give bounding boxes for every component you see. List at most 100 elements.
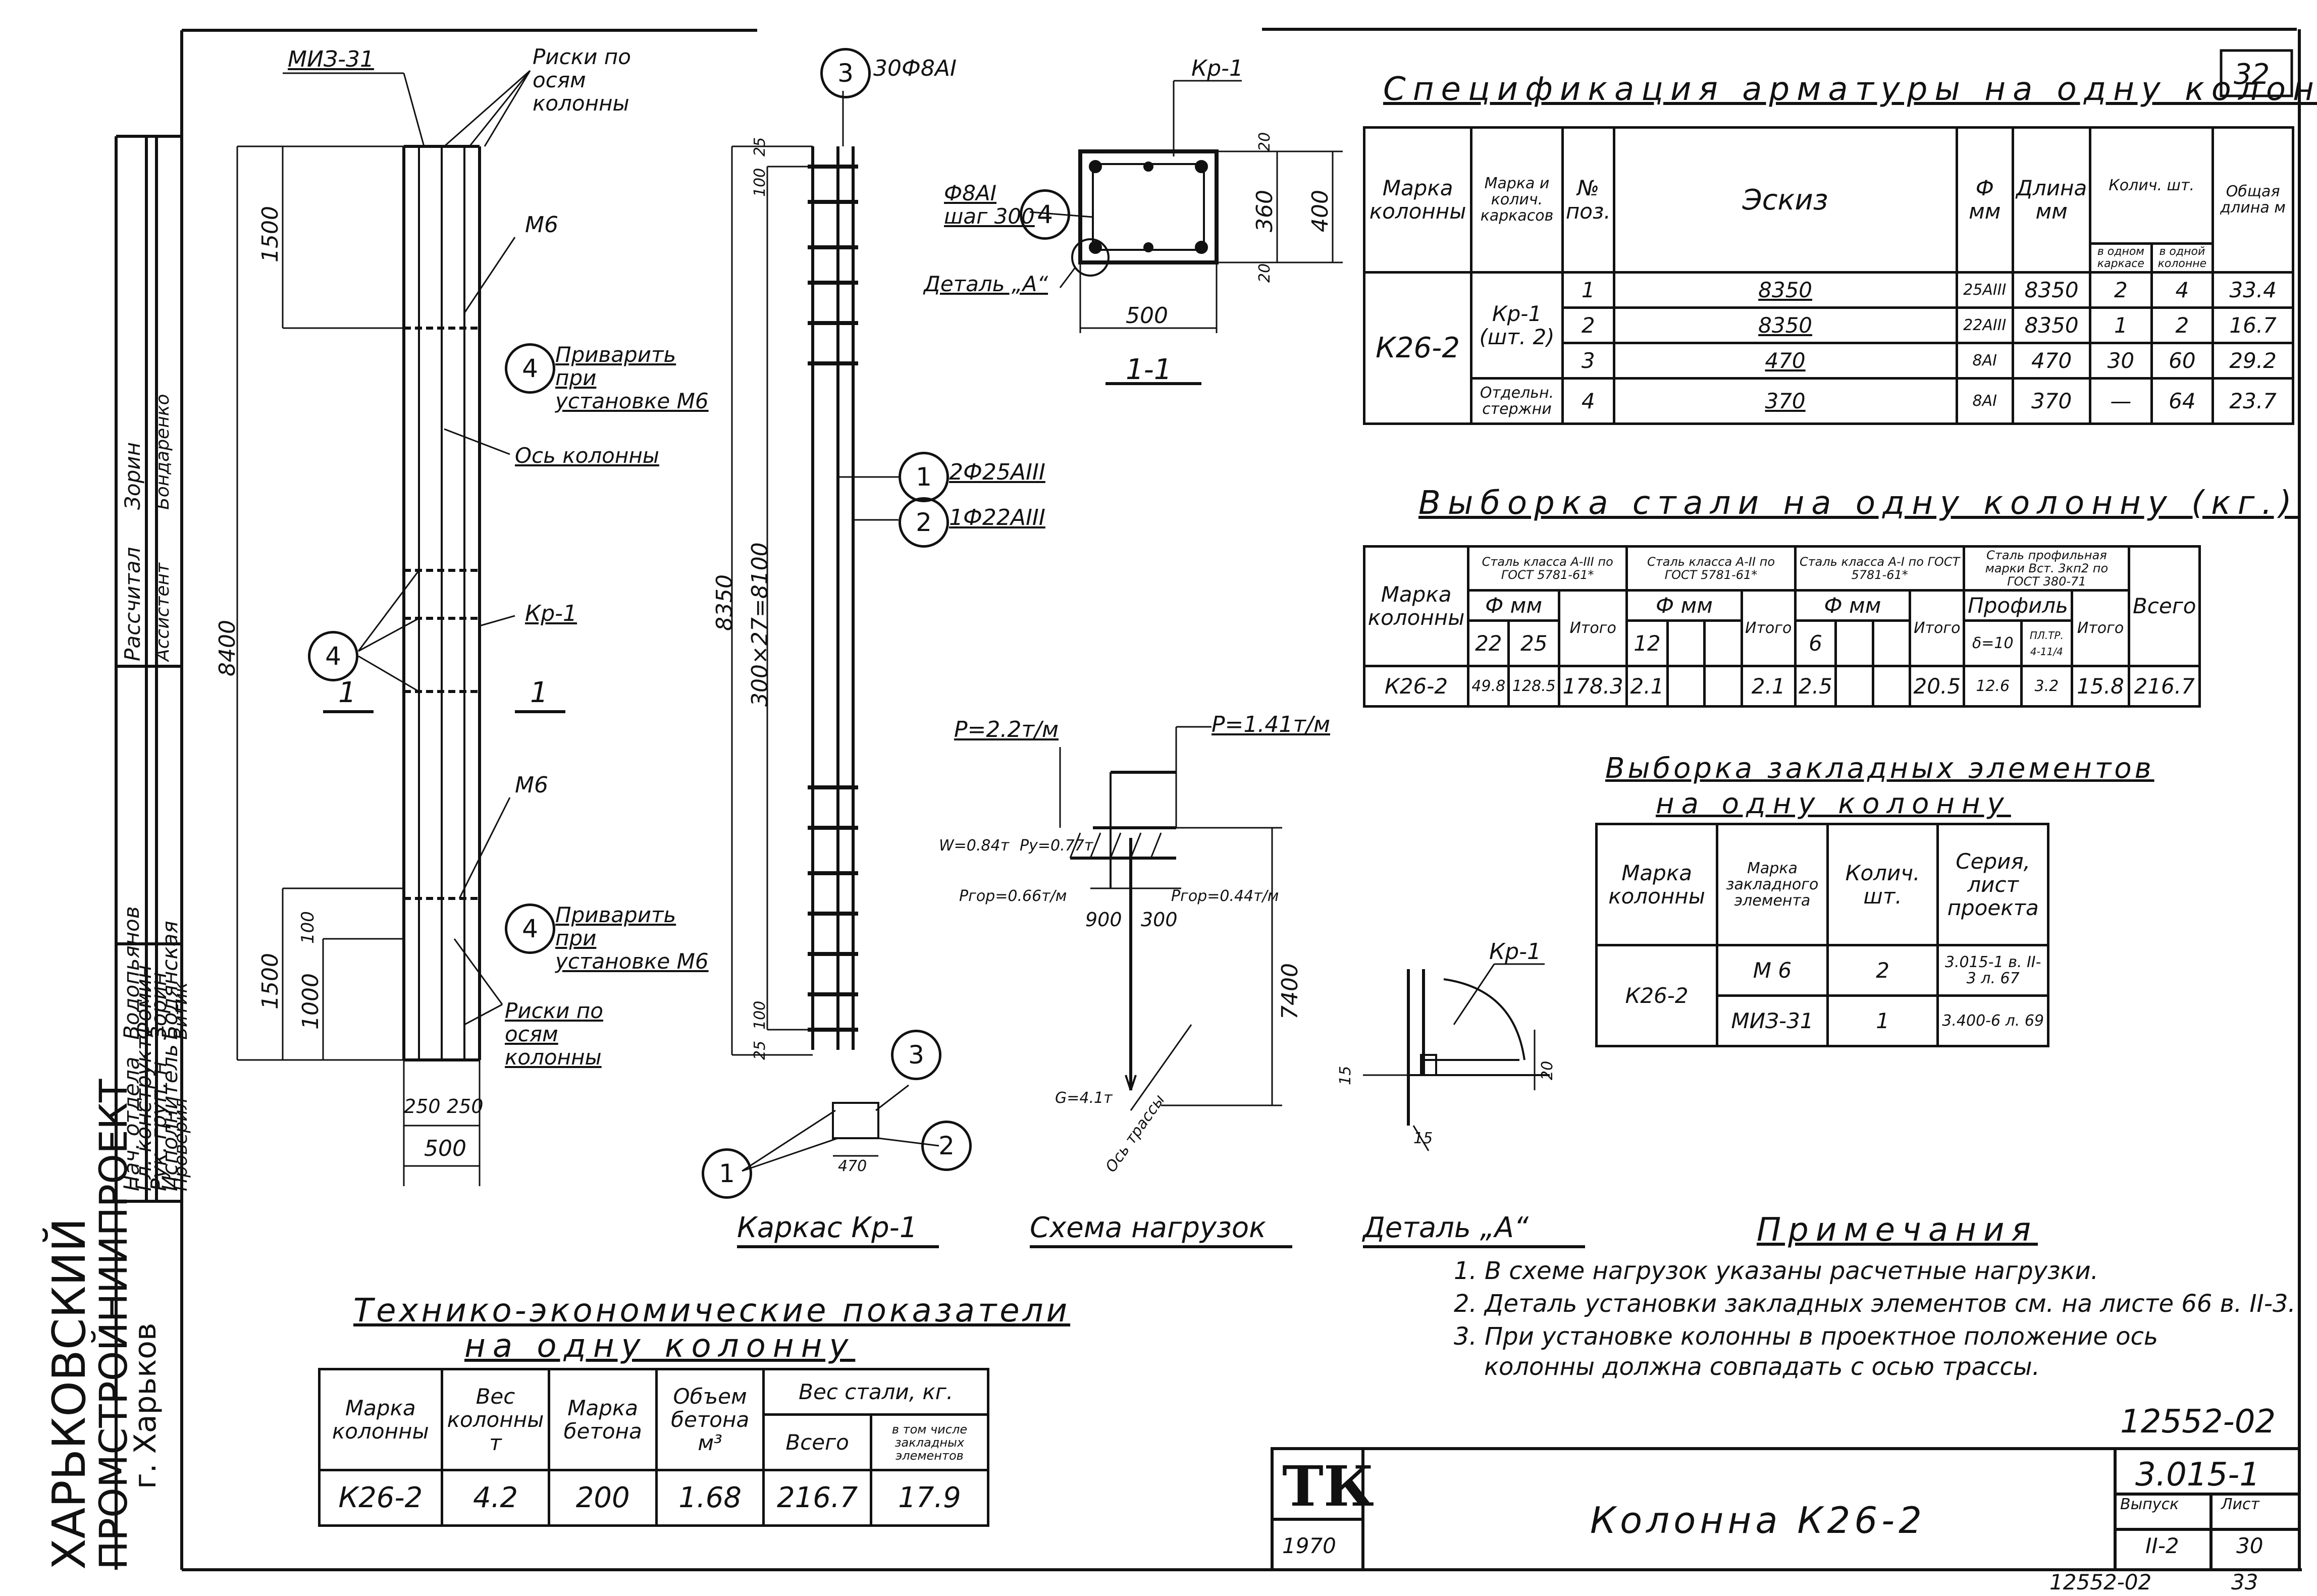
load-w: W=0.84т bbox=[939, 837, 1010, 855]
steel-sub: ПЛ.ТР. 4-11/4 bbox=[2020, 619, 2073, 667]
tep-h: Марка бетона bbox=[548, 1368, 658, 1471]
spec-cell: 470 bbox=[1612, 342, 1958, 380]
embed-h: Марка закладного элемента bbox=[1716, 823, 1829, 946]
section-mark-right: 1 bbox=[530, 676, 548, 709]
tep-h: в том числе закладных элементов bbox=[869, 1413, 990, 1471]
embed-title-2: на одну колонну bbox=[1656, 787, 2011, 820]
sheet-corner-number: 32 bbox=[2234, 58, 2270, 91]
load-p22: P=2.2т/м bbox=[954, 717, 1059, 742]
spec-h-total: Общая длина м bbox=[2211, 126, 2294, 274]
dim-1000: 1000 bbox=[298, 973, 324, 1030]
callout-1: 1 bbox=[899, 452, 949, 502]
issue-value: II-2 bbox=[2145, 1533, 2179, 1558]
load-dim-900: 900 bbox=[1085, 909, 1122, 931]
embed-cell: К26-2 bbox=[1595, 944, 1719, 1047]
callout-2: 2 bbox=[899, 497, 949, 548]
steel-sub bbox=[1703, 619, 1743, 667]
steel-cell bbox=[1871, 665, 1912, 708]
doc-name: Колонна К26-2 bbox=[1590, 1499, 1926, 1541]
steel-cell: 12.6 bbox=[1963, 665, 2023, 708]
frame-title: Каркас Кр-1 bbox=[737, 1211, 918, 1244]
dim-100: 100 bbox=[298, 911, 318, 944]
tep-h: Вес колонны т bbox=[440, 1368, 551, 1471]
section-dim-500: 500 bbox=[1126, 303, 1168, 329]
steel-cell: К26-2 bbox=[1362, 665, 1470, 708]
spec-h-pos: № поз. bbox=[1561, 126, 1615, 274]
frame-dim-25-top: 25 bbox=[751, 137, 769, 156]
m6-top-label: М6 bbox=[525, 212, 558, 238]
stamp-name: Витик bbox=[171, 982, 191, 1040]
dim-250-right: 250 bbox=[447, 1095, 484, 1118]
spec-cell: — bbox=[2089, 377, 2153, 425]
loads-title: Схема нагрузок bbox=[1030, 1211, 1266, 1244]
steel-cell: 178.3 bbox=[1558, 665, 1628, 708]
detail-a-ref: Деталь „А“ bbox=[924, 272, 1048, 296]
steel-h-profil: Профиль bbox=[1963, 589, 2073, 622]
steel-cell: 3.2 bbox=[2020, 665, 2073, 708]
steel-h-fmm: Ф мм bbox=[1794, 589, 1912, 622]
series-number: 3.015-1 bbox=[2135, 1456, 2260, 1494]
spec-cell: 2 bbox=[2150, 306, 2215, 344]
spec-row: Отдельн. стержни 4 370 8АI 370 — 64 23.7 bbox=[1364, 377, 2294, 425]
frame-pos3-label: 30Ф8АI bbox=[873, 56, 957, 81]
stamp-name: Зорин bbox=[120, 442, 145, 510]
spec-cell: 1 bbox=[2089, 306, 2153, 344]
callout-4-top: 4 bbox=[505, 343, 555, 394]
dim-250-left: 250 bbox=[404, 1095, 441, 1118]
steel-sub: 12 bbox=[1625, 619, 1669, 667]
spec-cell: 29.2 bbox=[2211, 342, 2294, 380]
steel-h-itogo: Итого bbox=[2070, 589, 2131, 667]
load-g: G=4.1т bbox=[1055, 1089, 1113, 1107]
spec-cell: 370 bbox=[1612, 377, 1958, 425]
detail-dim-15-left: 15 bbox=[1337, 1066, 1354, 1085]
steel-sub: δ=10 bbox=[1963, 619, 2023, 667]
load-dim-7400: 7400 bbox=[1277, 963, 1303, 1020]
sheet-label: Лист bbox=[2221, 1496, 2260, 1513]
embed-cell: 3.015-1 в. II-3 л. 67 bbox=[1936, 944, 2049, 997]
steel-sub bbox=[1834, 619, 1874, 667]
tep-cell: 17.9 bbox=[869, 1469, 990, 1527]
spec-cell: 25АIII bbox=[1955, 271, 2015, 309]
spec-cell: 2 bbox=[2089, 271, 2153, 309]
detail-dim-20: 20 bbox=[1539, 1060, 1556, 1080]
riski-top-label: Риски по осям колонны bbox=[533, 44, 631, 116]
stirrup-label: Ф8АI шаг 300 bbox=[944, 181, 1035, 229]
tk-logo: ТК bbox=[1282, 1454, 1374, 1519]
embed-h: Колич. шт. bbox=[1826, 823, 1939, 946]
spec-cell: 8АI bbox=[1955, 342, 2015, 380]
callout-1-bottom: 1 bbox=[702, 1148, 752, 1199]
steel-sub: 6 bbox=[1794, 619, 1837, 667]
spec-cell: 23.7 bbox=[2211, 377, 2294, 425]
note-3: 3. При установке колонны в проектное пол… bbox=[1454, 1322, 2158, 1351]
spec-title: Спецификация арматуры на одну колонну bbox=[1383, 71, 2317, 108]
tep-h: Вес стали, кг. bbox=[762, 1368, 989, 1416]
spec-h-mark: Марка колонны bbox=[1362, 126, 1473, 274]
tep-cell: К26-2 bbox=[318, 1469, 443, 1527]
section-dim-20-top: 20 bbox=[1256, 132, 1274, 151]
frame-dim-100-top: 100 bbox=[751, 168, 769, 197]
frame-dim-100-bottom: 100 bbox=[751, 1000, 769, 1030]
spec-frame-label: Кр-1 (шт. 2) bbox=[1470, 271, 1564, 380]
tep-h: Объем бетона м³ bbox=[655, 1368, 765, 1471]
tep-title-1: Технико-экономические показатели bbox=[353, 1292, 1071, 1329]
tep-table: Марка колонны Вес колонны т Марка бетона… bbox=[318, 1368, 990, 1527]
spec-cell: 8350 bbox=[1612, 271, 1958, 309]
spec-cell: 370 bbox=[2012, 377, 2092, 425]
spec-h-dia: Ф мм bbox=[1955, 126, 2015, 274]
tep-title-2: на одну колонну bbox=[464, 1327, 856, 1365]
dim-1500-top: 1500 bbox=[257, 206, 283, 262]
section-kr1-label: Кр-1 bbox=[1191, 56, 1244, 81]
embed-title-1: Выборка закладных элементов bbox=[1605, 752, 2154, 785]
weld-bottom-label: Приварить при установке М6 bbox=[555, 902, 709, 974]
frame-dim-8350: 8350 bbox=[712, 574, 738, 631]
steel-h-itogo: Итого bbox=[1558, 589, 1628, 667]
dim-1500-bottom: 1500 bbox=[257, 953, 283, 1009]
steel-h-vsego: Всего bbox=[2128, 545, 2201, 667]
steel-sub bbox=[1871, 619, 1912, 667]
steel-table: Марка колонны Сталь класса А-III по ГОСТ… bbox=[1362, 545, 2201, 708]
spec-loose-label: Отдельн. стержни bbox=[1470, 377, 1564, 425]
embed-row: МИЗ-31 1 3.400-6 л. 69 bbox=[1597, 994, 2049, 1047]
spec-cell: 33.4 bbox=[2211, 271, 2294, 309]
m6-bottom-label: М6 bbox=[515, 772, 548, 798]
tep-cell: 4.2 bbox=[440, 1469, 551, 1527]
